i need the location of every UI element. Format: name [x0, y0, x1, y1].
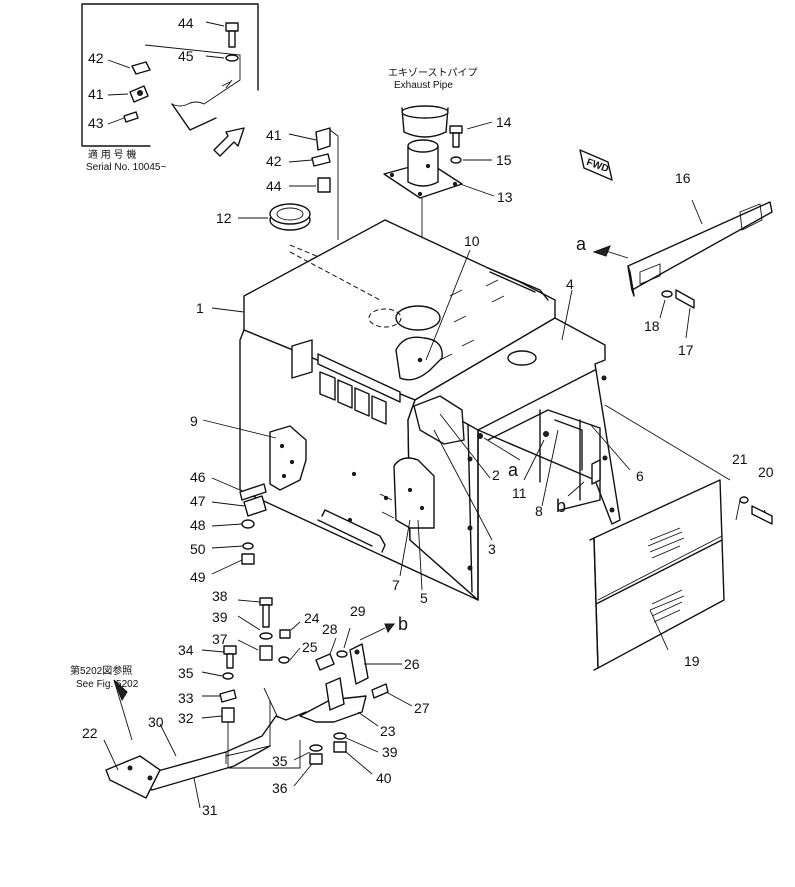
- exhaust-note-en: Exhaust Pipe: [394, 80, 453, 91]
- serial-inset: [81, 3, 259, 157]
- callout-44: 44: [178, 15, 194, 31]
- callout-37: 37: [212, 631, 228, 647]
- callout-8: 8: [535, 503, 543, 519]
- callout-35: 35: [178, 665, 194, 681]
- side-plate-16: [592, 199, 773, 339]
- callout-36: 36: [272, 780, 288, 796]
- callout-32: 32: [178, 710, 194, 726]
- bracket-stack: [288, 127, 339, 240]
- fig-ref-jp: 第5202図参照: [70, 664, 132, 677]
- callout-43: 43: [88, 115, 104, 131]
- view-marker-b-2: b: [398, 614, 408, 634]
- callout-38: 38: [212, 588, 228, 604]
- callout-13: 13: [497, 189, 513, 205]
- callout-42: 42: [88, 50, 104, 66]
- callout-22: 22: [82, 725, 98, 741]
- callout-6: 6: [636, 468, 644, 484]
- callout-45: 45: [178, 48, 194, 64]
- callout-15: 15: [496, 152, 512, 168]
- fig-ref-en: See Fig. 5202: [76, 679, 139, 690]
- callout-41: 41: [88, 86, 104, 102]
- serial-note-jp: 適 用 号 機: [88, 148, 136, 161]
- callout-33: 33: [178, 690, 194, 706]
- leader-lines: [202, 249, 669, 651]
- callout-31: 31: [202, 802, 218, 818]
- callout-numbers: 44 45 42 41 43 41 42 44 12 1 14 15 13 10…: [82, 15, 774, 818]
- fwd-tag: FWD: [579, 149, 613, 181]
- callout-17: 17: [678, 342, 694, 358]
- callout-47: 47: [190, 493, 206, 509]
- callout-26: 26: [404, 656, 420, 672]
- callout-12: 12: [216, 210, 232, 226]
- view-marker-a: a: [576, 234, 587, 254]
- left-hardware: [211, 477, 267, 575]
- callout-39: 39: [212, 609, 228, 625]
- callout-1: 1: [196, 300, 204, 316]
- callout-39-b: 39: [382, 744, 398, 760]
- callout-7: 7: [392, 577, 400, 593]
- callout-34: 34: [178, 642, 194, 658]
- callout-2: 2: [492, 467, 500, 483]
- callout-49: 49: [190, 569, 206, 585]
- engine-hood: [239, 219, 621, 601]
- callout-46: 46: [190, 469, 206, 485]
- callout-23: 23: [380, 723, 396, 739]
- vent-pattern: [647, 527, 685, 623]
- callout-18: 18: [644, 318, 660, 334]
- callout-16: 16: [675, 170, 691, 186]
- callout-20: 20: [758, 464, 774, 480]
- callout-40: 40: [376, 770, 392, 786]
- callout-4: 4: [566, 276, 574, 292]
- callout-14: 14: [496, 114, 512, 130]
- callout-29: 29: [350, 603, 366, 619]
- callout-24: 24: [304, 610, 320, 626]
- callout-44-b: 44: [266, 178, 282, 194]
- callout-25: 25: [302, 639, 318, 655]
- callout-5: 5: [420, 590, 428, 606]
- callout-10: 10: [464, 233, 480, 249]
- callout-27: 27: [414, 700, 430, 716]
- serial-note-en: Serial No. 10045~: [86, 162, 166, 173]
- callout-3: 3: [488, 541, 496, 557]
- callout-9: 9: [190, 413, 198, 429]
- door-panel-19: [589, 404, 773, 671]
- callout-28: 28: [322, 621, 338, 637]
- callout-42-b: 42: [266, 153, 282, 169]
- callout-19: 19: [684, 653, 700, 669]
- callout-11: 11: [512, 485, 527, 501]
- exhaust-pipe: [383, 105, 495, 295]
- view-marker-b: b: [556, 496, 566, 516]
- callout-48: 48: [190, 517, 206, 533]
- callout-21: 21: [732, 451, 748, 467]
- view-marker-a-2: a: [508, 460, 519, 480]
- lever-assembly: [103, 597, 413, 809]
- callout-35-b: 35: [272, 753, 288, 769]
- hood-plates: [269, 336, 465, 529]
- callout-30: 30: [148, 714, 164, 730]
- callout-41-b: 41: [266, 127, 282, 143]
- exhaust-note-jp: エキゾーストパイプ: [388, 67, 478, 79]
- callout-50: 50: [190, 541, 206, 557]
